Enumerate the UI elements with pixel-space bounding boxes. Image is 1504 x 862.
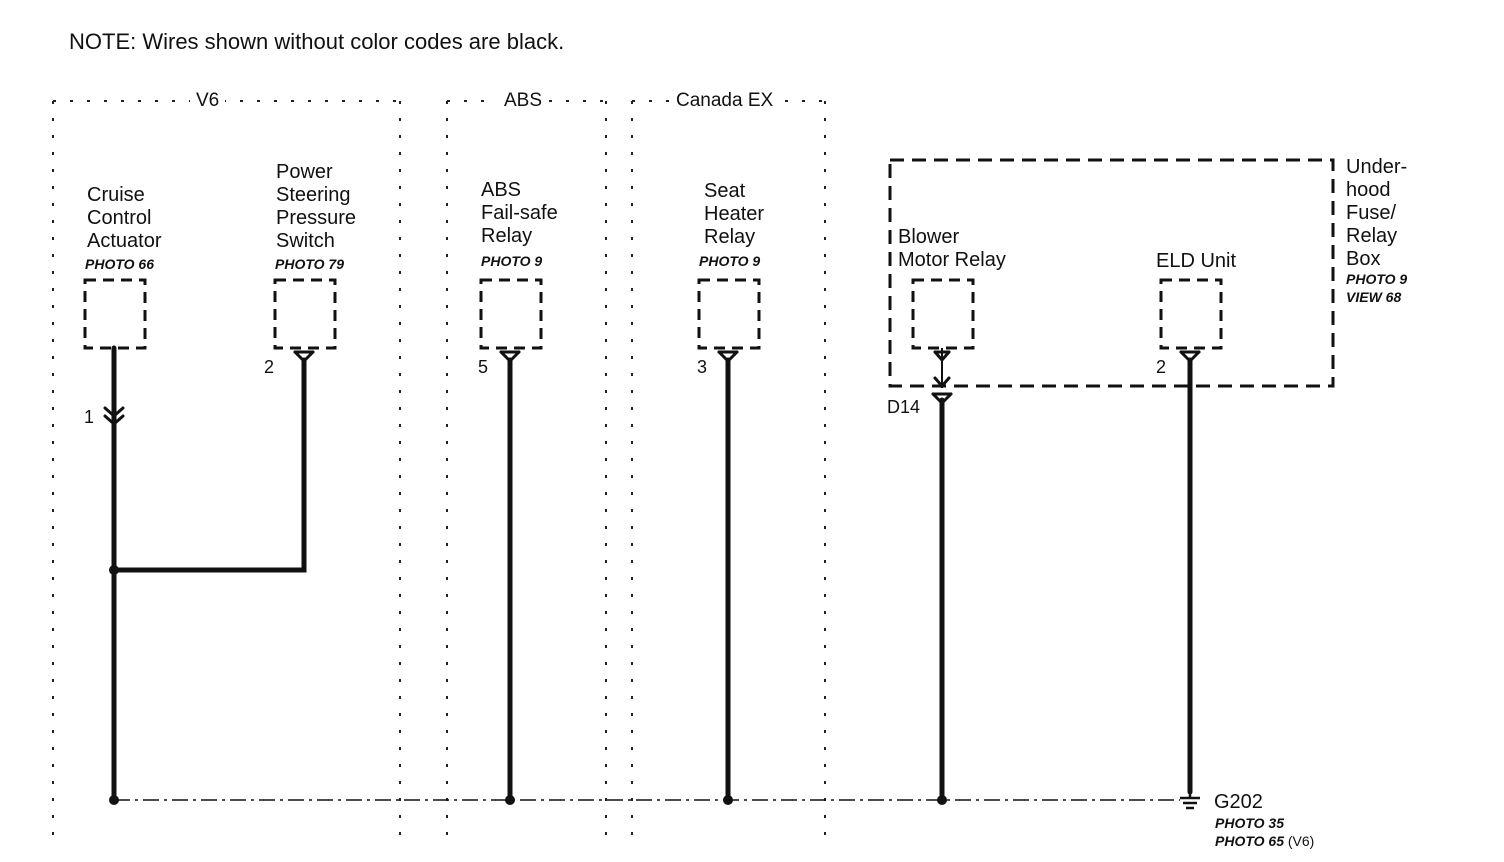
cruise-pin: 1 [84,407,95,427]
power-steering-label: Power Steering Pressure Switch [276,161,357,252]
eld-terminal [1179,350,1201,364]
d14-terminal [931,392,953,406]
eld-connector-box [1159,278,1223,350]
seat-heater-label: Seat Heater Relay [704,180,765,248]
power-steering-photo: PHOTO 79 [275,256,344,272]
splice-ground-seat [723,795,733,805]
cruise-connector-box [83,278,147,350]
fuse-box-border [888,158,1335,388]
section-canada-label: Canada EX [670,89,780,112]
blower-label: Blower Motor Relay [898,226,1006,271]
abs-relay-photo: PHOTO 9 [481,253,543,269]
ground-name: G202 [1214,791,1263,813]
ground-photo-1: PHOTO 35 [1215,815,1284,831]
abs-relay-pin: 5 [478,357,489,377]
fuse-box-label: Under- hood Fuse/ Relay Box [1346,156,1408,270]
abs-relay-label: ABS Fail-safe Relay [481,179,558,247]
power-steering-connector-box [273,278,337,350]
ground-symbol-icon [1180,792,1200,810]
eld-pin: 2 [1156,357,1167,377]
fuse-box-view: VIEW 68 [1346,289,1402,305]
note-text: NOTE: Wires shown without color codes ar… [69,29,565,54]
power-steering-pin: 2 [264,357,275,377]
seat-heater-terminal [717,350,739,364]
fuse-box-photo: PHOTO 9 [1346,271,1408,287]
blower-connector-box [911,278,975,350]
blower-arrow [933,376,951,389]
section-v6-label: V6 [190,89,226,112]
blower-inner-terminal [933,350,951,363]
seat-heater-pin: 3 [697,357,708,377]
seat-heater-photo: PHOTO 9 [699,253,761,269]
splice-ground-blower [937,795,947,805]
cruise-control-label: Cruise Control Actuator [87,184,162,252]
cruise-photo: PHOTO 66 [85,256,154,272]
section-abs-label: ABS [498,89,549,112]
cruise-inline-connector [103,406,125,419]
power-steering-terminal [293,350,315,364]
abs-relay-connector-box [479,278,543,350]
abs-terminal [499,350,521,364]
splice-ground-abs [505,795,515,805]
power-steering-wire [111,357,307,573]
splice-cruise-steering [109,565,119,575]
seat-heater-connector-box [697,278,761,350]
eld-label: ELD Unit [1156,250,1237,272]
splice-ground-cruise [109,795,119,805]
blower-connector-id: D14 [887,397,921,417]
ground-photo-2: PHOTO 65 (V6) [1215,833,1315,849]
ground-photo-2-suffix: (V6) [1287,833,1315,849]
